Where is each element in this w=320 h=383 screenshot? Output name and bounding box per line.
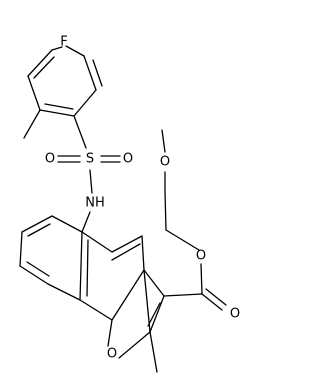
- bond: [89, 169, 93, 194]
- bond: [39, 109, 75, 117]
- structure-canvas: F S O O NH O O O O: [19, 35, 240, 373]
- atom-labels: F S O O NH O O O O: [45, 35, 240, 362]
- bond: [79, 231, 83, 301]
- bond: [33, 56, 55, 79]
- bond: [79, 299, 113, 321]
- bond: [118, 331, 151, 359]
- bond: [143, 269, 151, 333]
- bond: [86, 239, 89, 297]
- bond: [147, 302, 161, 327]
- bond: [47, 283, 81, 301]
- ether-oxygen-label: O: [160, 155, 170, 170]
- bond: [51, 215, 83, 233]
- bond: [111, 269, 145, 321]
- bond: [107, 319, 113, 347]
- furan-oxygen-label: O: [107, 347, 117, 362]
- bond: [111, 235, 143, 253]
- bond: [19, 231, 23, 267]
- sulfonyl-oxygen-left-label: O: [45, 152, 55, 167]
- bond: [27, 49, 53, 77]
- sulfur-atom-label: S: [86, 152, 94, 167]
- bond: [27, 223, 51, 237]
- carbonyl-oxygen-label: O: [230, 307, 240, 322]
- bond: [81, 231, 113, 253]
- bond: [165, 229, 200, 251]
- bond: [164, 191, 167, 231]
- bond: [81, 211, 91, 233]
- bond: [26, 261, 50, 277]
- bond-lines: [19, 45, 227, 373]
- bond: [27, 75, 41, 111]
- bond: [149, 331, 158, 373]
- bond: [44, 103, 74, 110]
- bond: [21, 215, 53, 233]
- bond: [23, 109, 41, 139]
- bond: [51, 46, 63, 51]
- bond: [92, 59, 103, 87]
- bond: [19, 265, 49, 285]
- chemical-structure-diagram: F S O O NH O O O O: [19, 35, 240, 373]
- bond: [83, 55, 97, 91]
- bond: [200, 263, 203, 295]
- bond: [111, 243, 141, 261]
- bond: [143, 269, 165, 297]
- bond: [163, 293, 203, 297]
- sulfonyl-oxygen-right-label: O: [123, 152, 133, 167]
- bond: [205, 288, 227, 306]
- bond: [141, 235, 145, 271]
- ester-oxygen-label: O: [196, 249, 206, 264]
- bond: [149, 295, 165, 333]
- bond: [73, 115, 87, 149]
- bond: [161, 129, 166, 153]
- bond: [73, 89, 97, 117]
- fluorine-atom-label: F: [60, 35, 67, 50]
- amine-nh-label: NH: [85, 196, 105, 211]
- bond: [201, 293, 223, 311]
- bond: [65, 45, 85, 57]
